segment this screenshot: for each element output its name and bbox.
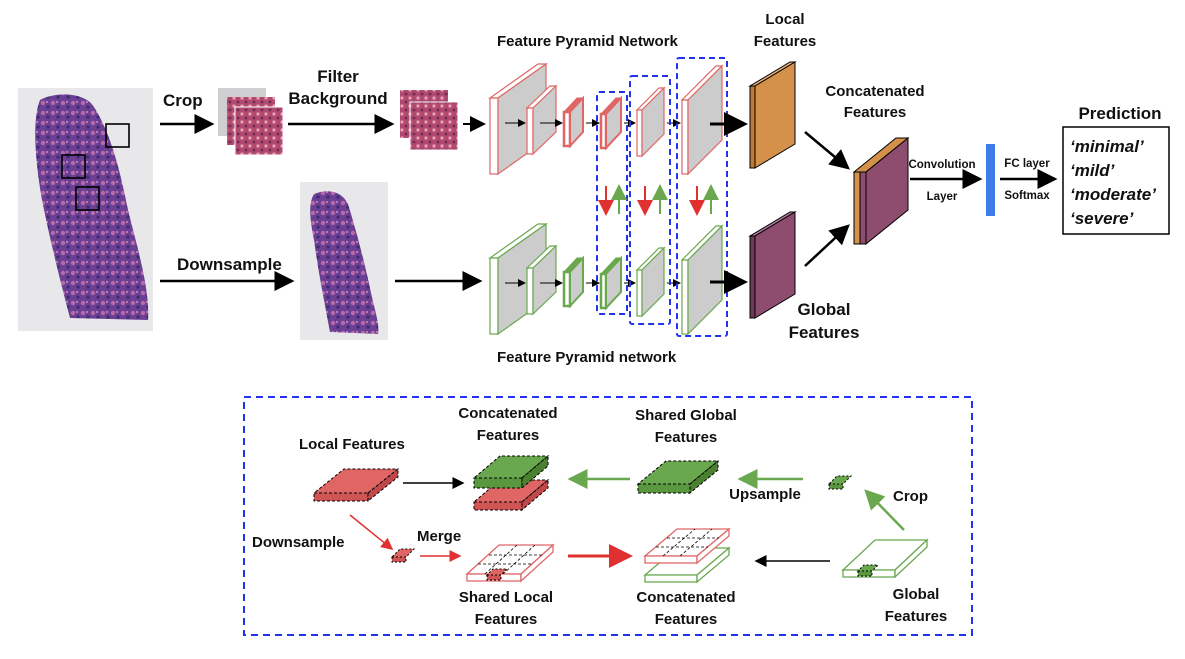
detail-concat-top-label-2: Features	[477, 427, 540, 444]
detail-global-features-slab	[841, 538, 929, 579]
fc-layer-label: FC layer	[1004, 158, 1050, 170]
fc-layer-bar	[986, 144, 995, 216]
filtered-patches	[400, 90, 459, 151]
crop-box-2	[61, 154, 86, 179]
crop-label: Crop	[163, 91, 203, 110]
detail-global-features-label-1: Global	[893, 586, 940, 603]
prediction-moderate: ‘moderate’	[1070, 185, 1156, 204]
concatenated-label-1: Concatenated	[825, 83, 924, 100]
fpn-top-local	[488, 62, 724, 176]
detail-concatenated-top	[472, 454, 550, 512]
detail-box	[243, 396, 973, 636]
prediction-severe: ‘severe’	[1070, 209, 1134, 228]
cropped-patches	[218, 88, 284, 156]
fpn-top-title: Feature Pyramid Network	[497, 33, 679, 50]
detail-concatenated-bottom	[643, 527, 731, 584]
filter-label-2: Background	[288, 89, 387, 108]
detail-merge-label: Merge	[417, 528, 461, 545]
prediction-box	[1062, 126, 1170, 235]
filter-label-1: Filter	[317, 67, 359, 86]
global-features-label-2: Features	[789, 323, 860, 342]
convolution-label-2: Layer	[927, 191, 958, 203]
local-features-block	[748, 61, 797, 169]
detail-shared-local-label-1: Shared Local	[459, 589, 553, 606]
detail-local-features-label: Local Features	[299, 436, 405, 453]
detail-concat-top-label-1: Concatenated	[458, 405, 557, 422]
local-features-label-2: Features	[754, 33, 817, 50]
downsampled-slide	[300, 182, 388, 340]
detail-local-features-slab	[312, 467, 400, 503]
softmax-label: Softmax	[1004, 190, 1050, 202]
prediction-title: Prediction	[1078, 104, 1161, 123]
detail-crop-label: Crop	[893, 488, 928, 505]
prediction-mild: ‘mild’	[1070, 161, 1115, 180]
detail-small-red-crop	[390, 548, 416, 563]
fpn-bottom-title: Feature Pyramid network	[497, 349, 677, 366]
detail-shared-global-label-2: Features	[655, 429, 718, 446]
detail-shared-local-label-2: Features	[475, 611, 538, 628]
detail-downsample-label: Downsample	[252, 534, 345, 551]
detail-shared-local-slab	[465, 543, 555, 583]
detail-upsample-label: Upsample	[729, 486, 801, 503]
fpn-bottom-global	[488, 222, 724, 336]
crop-box-1	[105, 123, 130, 148]
detail-concat-bottom-label-1: Concatenated	[636, 589, 735, 606]
detail-shared-global-slab	[636, 459, 720, 495]
local-features-label-1: Local	[765, 11, 804, 28]
concatenated-features-block	[852, 136, 910, 246]
global-features-block	[748, 211, 797, 319]
prediction-minimal: ‘minimal’	[1070, 137, 1144, 156]
detail-shared-global-label-1: Shared Global	[635, 407, 737, 424]
fpn-exchange-arrows	[598, 184, 719, 216]
downsample-label: Downsample	[177, 255, 282, 274]
detail-global-features-label-2: Features	[885, 608, 948, 625]
crop-box-3	[75, 186, 100, 211]
convolution-label-1: Convolution	[908, 159, 975, 171]
concatenated-label-2: Features	[844, 104, 907, 121]
whole-slide-image	[18, 88, 153, 331]
detail-concat-bottom-label-2: Features	[655, 611, 718, 628]
fpn-link-boxes	[596, 57, 728, 337]
global-features-label-1: Global	[798, 300, 851, 319]
detail-small-green-crop	[827, 475, 853, 490]
